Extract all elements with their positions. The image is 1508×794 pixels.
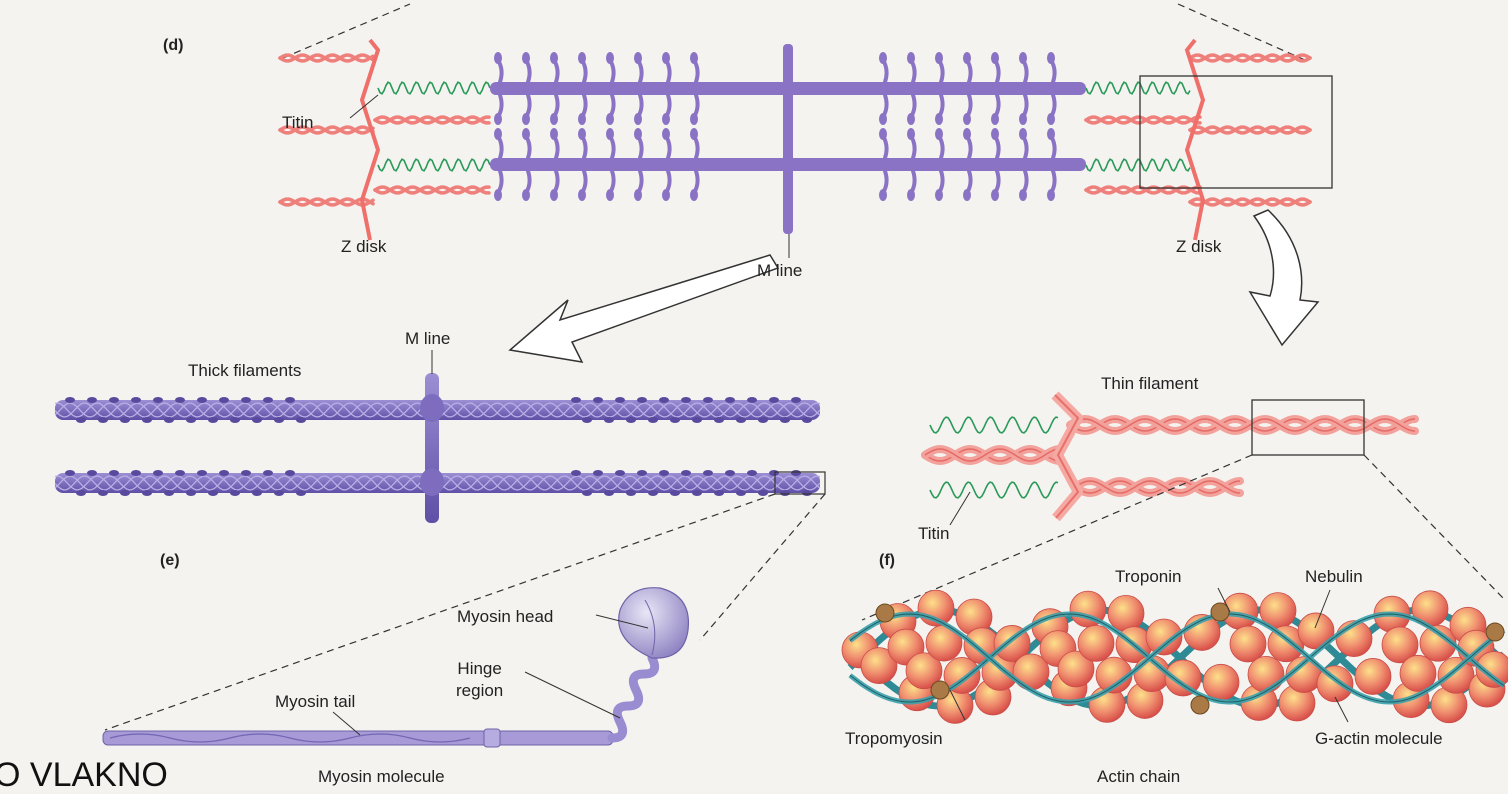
zoom-lines-top: [283, 4, 1305, 60]
tropomyosin-label: Tropomyosin: [845, 730, 943, 747]
thick-filaments-diagram: [55, 350, 825, 523]
thick-filaments-label: Thick filaments: [188, 362, 301, 379]
hinge-region-label: Hinge region: [456, 658, 503, 702]
thin-filament-label: Thin filament: [1101, 375, 1198, 392]
actin-chain-label: Actin chain: [1097, 768, 1180, 785]
myosin-tail-label: Myosin tail: [275, 693, 355, 710]
arrow-to-thick: [510, 255, 778, 362]
panel-label-d: (d): [163, 38, 183, 54]
panel-label-f: (f): [879, 553, 895, 569]
myosin-molecule-diagram: [103, 588, 688, 747]
titin-thin-label: Titin: [918, 525, 950, 542]
arrow-to-thin: [1250, 210, 1318, 345]
myosin-heads: [494, 52, 1055, 201]
z-disk-label-left: Z disk: [341, 238, 386, 255]
m-line-label-top: M line: [757, 262, 802, 279]
myosin-molecule-label: Myosin molecule: [318, 768, 445, 785]
z-disk-left: [362, 40, 378, 240]
troponin-label: Troponin: [1115, 568, 1181, 585]
m-line-bar: [783, 44, 793, 234]
actin-chain-diagram: [842, 588, 1508, 723]
thin-filament-diagram: [925, 395, 1415, 525]
titin-label: Titin: [282, 114, 314, 131]
panel-label-e: (e): [160, 553, 180, 569]
nebulin-label: Nebulin: [1305, 568, 1363, 585]
g-actin-label: G-actin molecule: [1315, 730, 1443, 747]
m-line-label-thick: M line: [405, 330, 450, 347]
myosin-head-label: Myosin head: [457, 608, 553, 625]
z-disk-right: [1187, 40, 1203, 240]
overlay-caption: O VLAKNO: [0, 758, 168, 792]
z-disk-label-right: Z disk: [1176, 238, 1221, 255]
sarcomere-diagram: [280, 40, 1332, 258]
thin-filaments: [280, 55, 1310, 205]
